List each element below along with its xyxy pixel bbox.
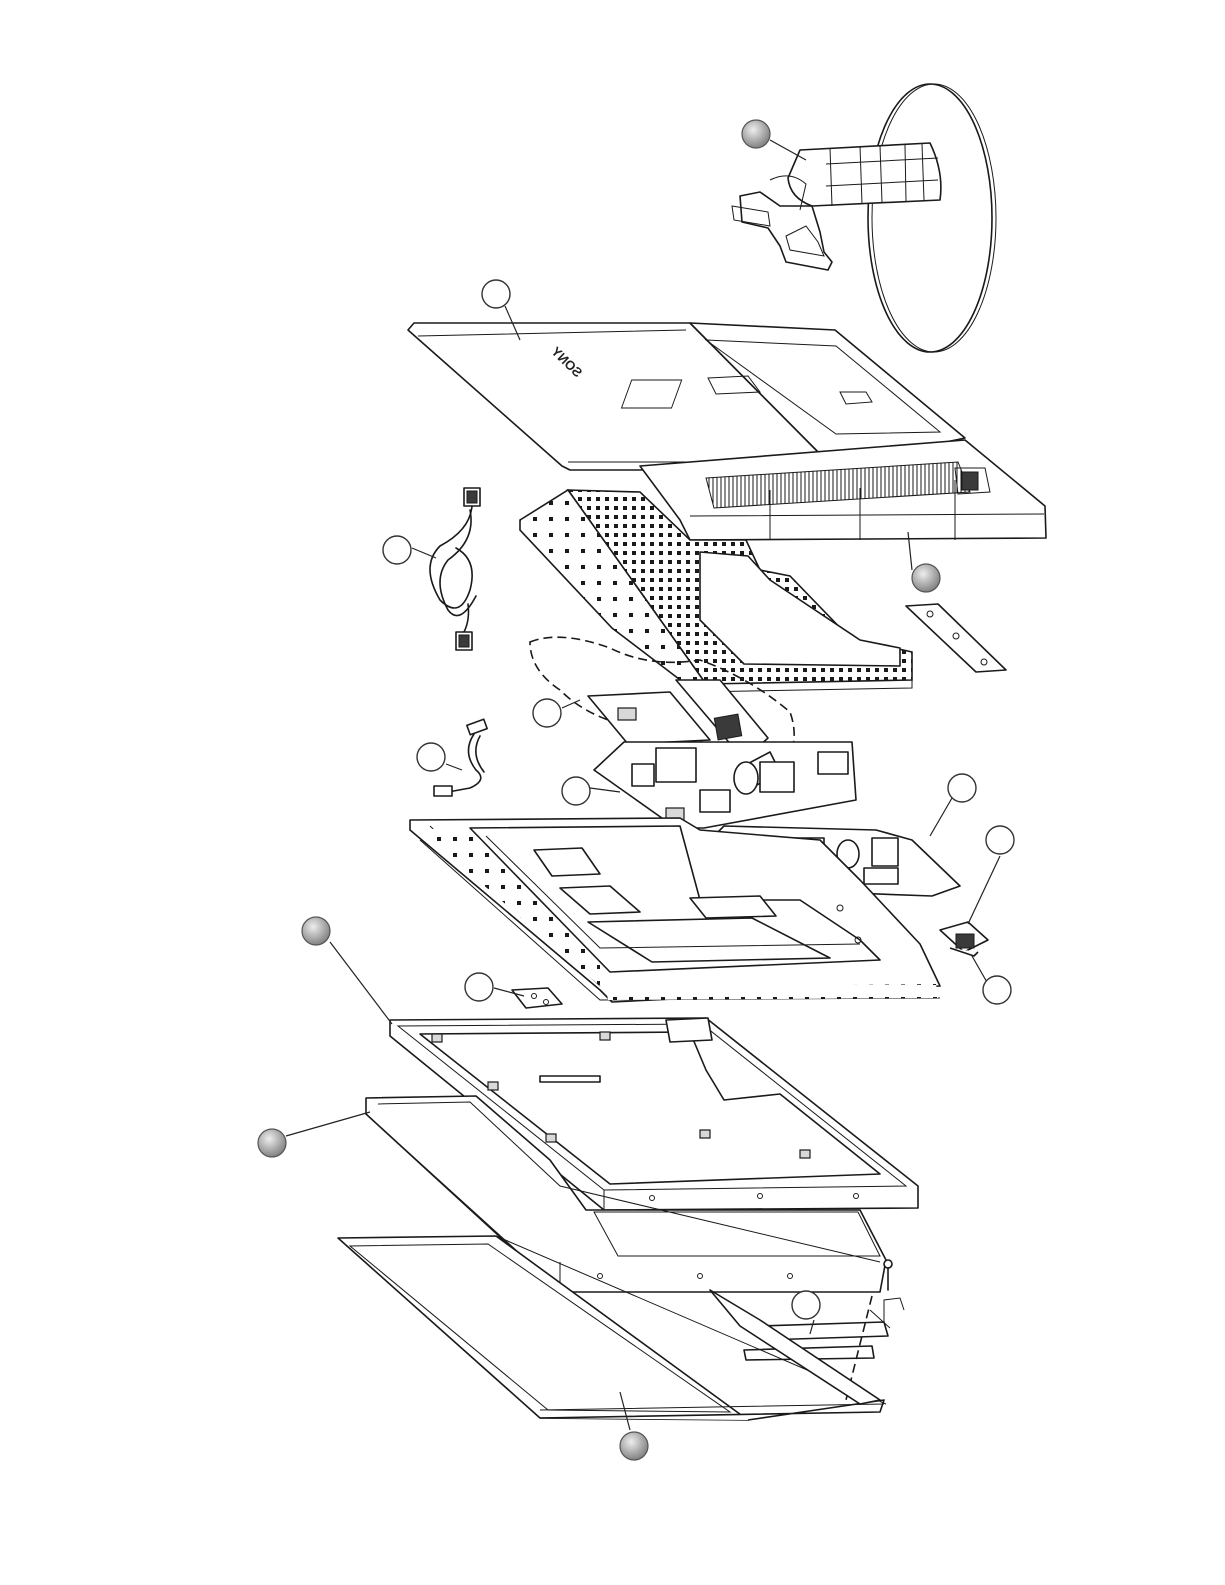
stand-neck bbox=[788, 143, 941, 206]
stand-assembly bbox=[732, 84, 996, 352]
small-bracket bbox=[512, 988, 562, 1008]
callout-connector-bottom bbox=[983, 976, 1011, 1004]
signal-cable bbox=[430, 488, 480, 650]
mounting-plate bbox=[906, 604, 1006, 672]
connector-part bbox=[940, 922, 988, 956]
callout-bracket bbox=[465, 973, 493, 1001]
callout-cable bbox=[383, 536, 411, 564]
callout-back-cabinet bbox=[912, 564, 940, 592]
callout-interface-board bbox=[533, 699, 561, 727]
callout-control-board bbox=[792, 1291, 820, 1319]
stand-base-disc bbox=[868, 84, 992, 352]
callout-bezel-frame bbox=[258, 1129, 286, 1157]
callout-harness bbox=[417, 743, 445, 771]
callout-front-bezel bbox=[620, 1432, 648, 1460]
callout-main-board bbox=[562, 777, 590, 805]
callout-lcd-panel bbox=[302, 917, 330, 945]
callout-power-board bbox=[948, 774, 976, 802]
callout-connector-top bbox=[986, 826, 1014, 854]
main-board bbox=[594, 742, 856, 828]
callout-rear-cover bbox=[482, 280, 510, 308]
callout-stand bbox=[742, 120, 770, 148]
